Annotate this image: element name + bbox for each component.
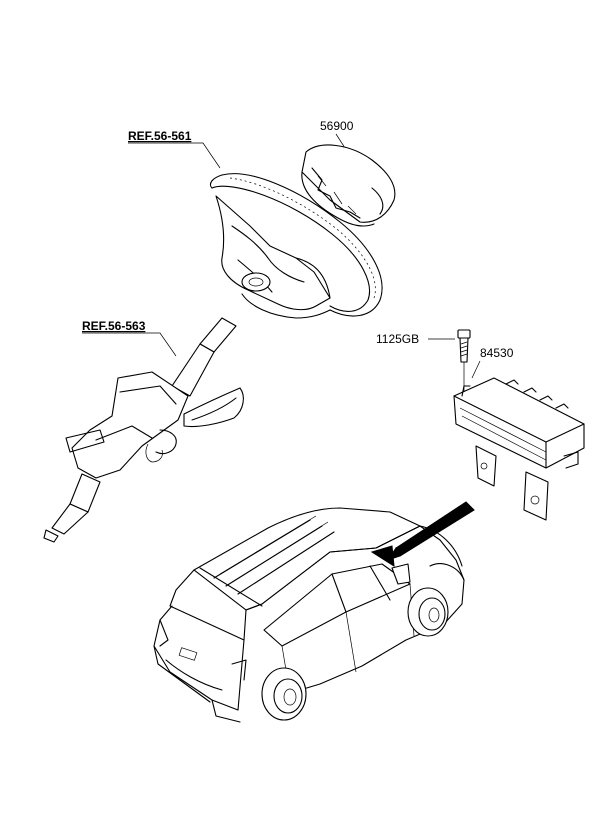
part-56900-label[interactable]: 56900	[320, 119, 354, 133]
leader-56900	[335, 133, 346, 149]
leader-ref-wheel	[128, 142, 221, 169]
front-wheel	[407, 587, 449, 637]
passenger-airbag-module[interactable]	[453, 377, 585, 521]
steering-column[interactable]	[43, 317, 244, 543]
location-arrow	[370, 501, 475, 567]
bolt-1125gb[interactable]	[457, 329, 471, 363]
ref-steering-column-label[interactable]: REF.56-563	[82, 319, 146, 333]
driver-airbag-module[interactable]	[301, 144, 396, 227]
steering-wheel[interactable]	[209, 173, 383, 319]
leader-lines	[82, 133, 481, 392]
leader-ref-column	[82, 332, 177, 357]
vehicle-suv	[153, 507, 465, 723]
part-84530-label[interactable]: 84530	[480, 346, 514, 360]
leader-84530	[471, 360, 481, 379]
part-1125gb-label[interactable]: 1125GB	[376, 332, 419, 346]
ref-steering-wheel-label[interactable]: REF.56-561	[128, 129, 192, 143]
rear-wheel	[261, 667, 307, 721]
